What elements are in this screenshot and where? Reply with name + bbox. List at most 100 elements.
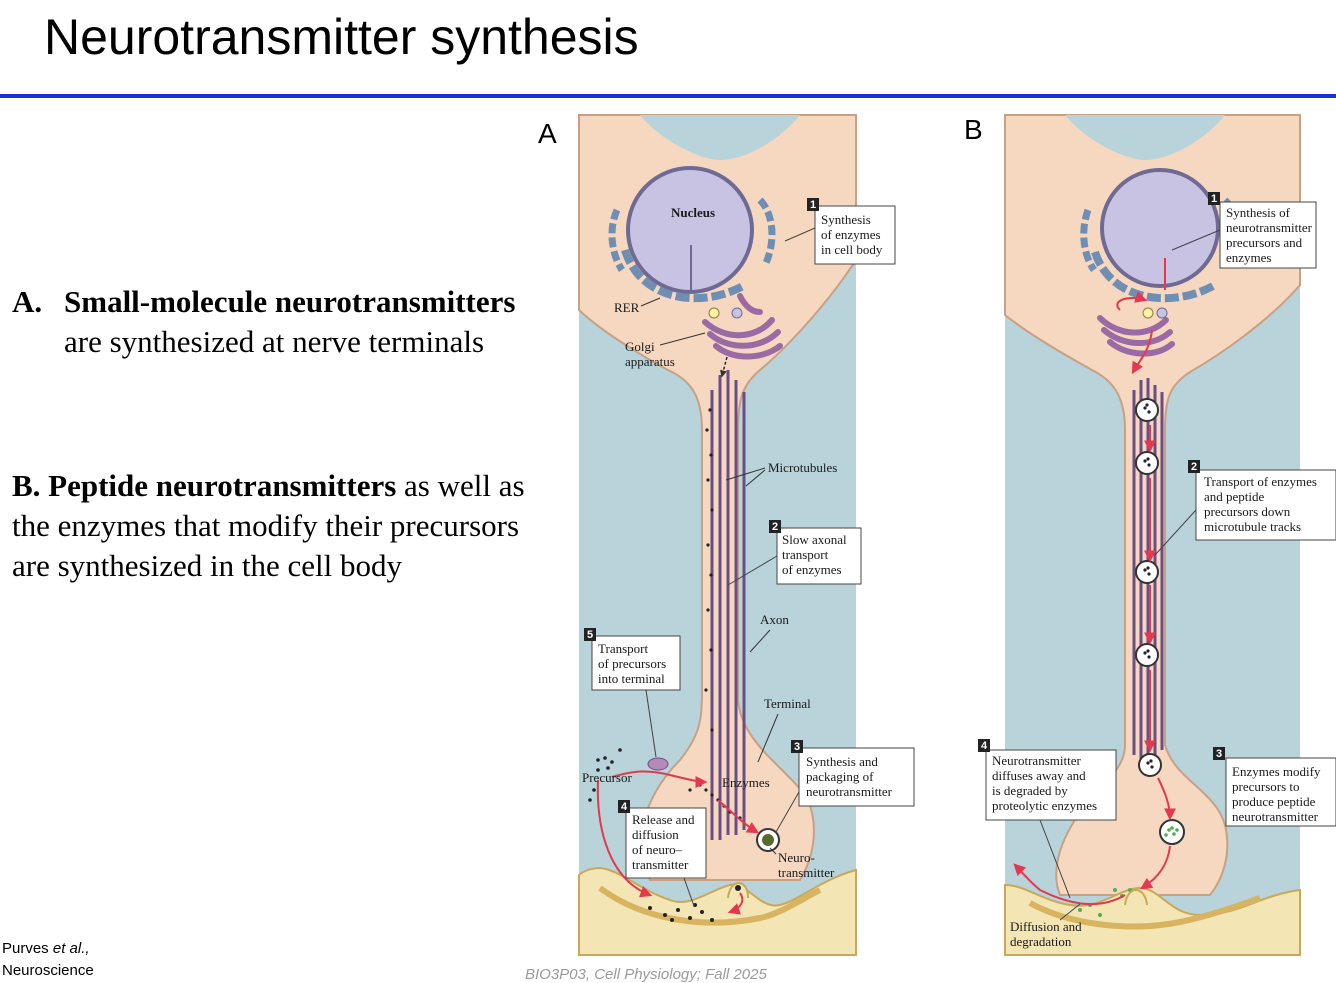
postsynaptic-cell-a <box>578 866 857 956</box>
vesicle-a2 <box>731 307 743 319</box>
callout-a3-line1: Synthesis and <box>806 754 878 769</box>
callout-a5-pointer <box>645 689 657 758</box>
callout-a4-pointer <box>683 877 695 907</box>
point-a: A. Small-molecule neurotransmitters are … <box>12 282 537 362</box>
callout-a3-pointer <box>775 791 800 833</box>
microtubules-a <box>710 370 746 840</box>
diffusion-leader <box>1059 903 1081 921</box>
callout-a3-badge <box>791 740 803 753</box>
point-a-marker: A. <box>12 284 43 319</box>
nucleus-b <box>1100 168 1220 288</box>
callout-a1-box <box>814 205 896 265</box>
callout-a5-badge <box>584 628 596 641</box>
golgi-a <box>702 293 783 360</box>
callout-b3-line4: neurotransmitter <box>1232 809 1319 824</box>
callout-a2-box <box>776 527 862 585</box>
callout-b1-num: 1 <box>1211 193 1217 205</box>
callout-b3: 3 Enzymes modify precursors to produce p… <box>1213 747 1336 827</box>
callout-a2-line1: Slow axonal <box>782 532 847 547</box>
callout-a1-num: 1 <box>810 199 816 211</box>
callout-a3-box <box>798 747 915 807</box>
callout-b3-box <box>1225 757 1336 827</box>
rer-leader <box>640 297 661 307</box>
upper-notch-b <box>1065 115 1225 160</box>
callout-b1-line3: precursors and <box>1226 235 1303 250</box>
point-b-bold: B. Peptide neurotransmitters <box>12 468 397 503</box>
callout-a1-line1: Synthesis <box>821 212 871 227</box>
callout-b3-line1: Enzymes modify <box>1232 764 1321 779</box>
callout-a2: 2 Slow axonal transport of enzymes <box>727 520 862 586</box>
microtubules-label: Microtubules <box>768 460 837 475</box>
neuron-outline-a <box>578 114 857 881</box>
callout-a4-badge <box>618 800 630 813</box>
callout-b3-badge <box>1213 747 1225 760</box>
callout-b2-box <box>1195 469 1336 541</box>
callout-b1-badge <box>1208 192 1220 205</box>
neuron-outline-b <box>1004 114 1301 896</box>
microtubules-leader-2 <box>745 469 766 487</box>
golgi-leader <box>659 332 706 346</box>
diffusion-label-1: Diffusion and <box>1010 919 1082 934</box>
callout-a4-num: 4 <box>621 801 628 813</box>
golgi-b <box>1097 315 1175 357</box>
citation: Purves et al., Neuroscience <box>2 938 94 982</box>
golgi-label-2: apparatus <box>625 354 675 369</box>
slide-title: Neurotransmitter synthesis <box>44 9 639 65</box>
citation-etal: et al., <box>52 940 90 957</box>
point-a-bold: Small-molecule neurotransmitters <box>64 284 516 319</box>
callout-b4-num: 4 <box>981 740 988 752</box>
callout-b2-badge <box>1188 460 1200 473</box>
vesicle-a1 <box>708 307 720 319</box>
callout-a2-line3: of enzymes <box>782 562 842 577</box>
callout-a3-num: 3 <box>794 741 800 753</box>
panel-b-letter: B <box>964 114 983 145</box>
callout-a5: 5 Transport of precursors into terminal <box>584 628 681 758</box>
callout-a3-line3: neurotransmitter <box>806 784 893 799</box>
point-b-rest: as well as the enzymes that modify their… <box>12 468 525 583</box>
neurotransmitter-leader <box>769 847 777 855</box>
callout-b2-line1: Transport of enzymes <box>1204 474 1317 489</box>
callout-b4-line1: Neurotransmitter <box>992 753 1081 768</box>
panel-b-bottom-label: Diffusion and degradation <box>1010 903 1082 949</box>
callout-a2-badge <box>769 520 781 533</box>
neurotransmitter-label-2: transmitter <box>778 865 835 880</box>
callout-a5-line1: Transport <box>598 641 648 656</box>
nucleus-label: Nucleus <box>671 205 715 220</box>
vesicle-b2 <box>1156 307 1168 319</box>
arrows-a <box>596 770 760 915</box>
callout-a2-num: 2 <box>772 521 778 533</box>
callout-a4-line3: of neuro– <box>632 842 683 857</box>
title-underline <box>0 94 1336 98</box>
callout-a3: 3 Synthesis and packaging of neurotransm… <box>775 740 915 833</box>
vesicle-contents-b <box>1143 403 1154 769</box>
callout-a4-line4: transmitter <box>632 857 689 872</box>
callout-b1-line4: enzymes <box>1226 250 1271 265</box>
upper-notch-a <box>640 115 800 160</box>
callout-b3-line3: produce peptide <box>1232 794 1316 809</box>
microtubules-leader-1 <box>725 467 766 481</box>
axon-leader <box>749 629 771 653</box>
callout-a1-line3: in cell body <box>821 242 883 257</box>
rer-left-b <box>1080 208 1097 273</box>
callout-b2-line3: precursors down <box>1204 504 1291 519</box>
callout-a2-line2: transport <box>782 547 829 562</box>
terminal-label: Terminal <box>764 696 811 711</box>
rer-a <box>621 248 747 303</box>
callout-a4-line2: diffusion <box>632 827 679 842</box>
vesicle-content-a <box>762 834 774 846</box>
arrows-b <box>1013 291 1176 906</box>
callout-b1-pointer <box>1171 229 1221 251</box>
callout-a2-pointer <box>727 555 778 586</box>
callout-b2: 2 Transport of enzymes and peptide precu… <box>1154 460 1336 556</box>
callout-b1-line1: Synthesis of <box>1226 205 1291 220</box>
release-site-b <box>1124 889 1148 906</box>
callout-b4-line4: proteolytic enzymes <box>992 798 1097 813</box>
synaptic-cleft-b <box>1028 895 1261 930</box>
callout-a1-badge <box>807 198 819 211</box>
callout-b3-num: 3 <box>1216 748 1222 760</box>
point-b: B. Peptide neurotransmitters as well as … <box>12 466 537 586</box>
callout-b4-box <box>985 749 1117 821</box>
point-a-text: Small-molecule neurotransmitters are syn… <box>64 282 537 362</box>
callout-b1-line2: neurotransmitter <box>1226 220 1313 235</box>
callout-a5-box <box>591 635 681 691</box>
